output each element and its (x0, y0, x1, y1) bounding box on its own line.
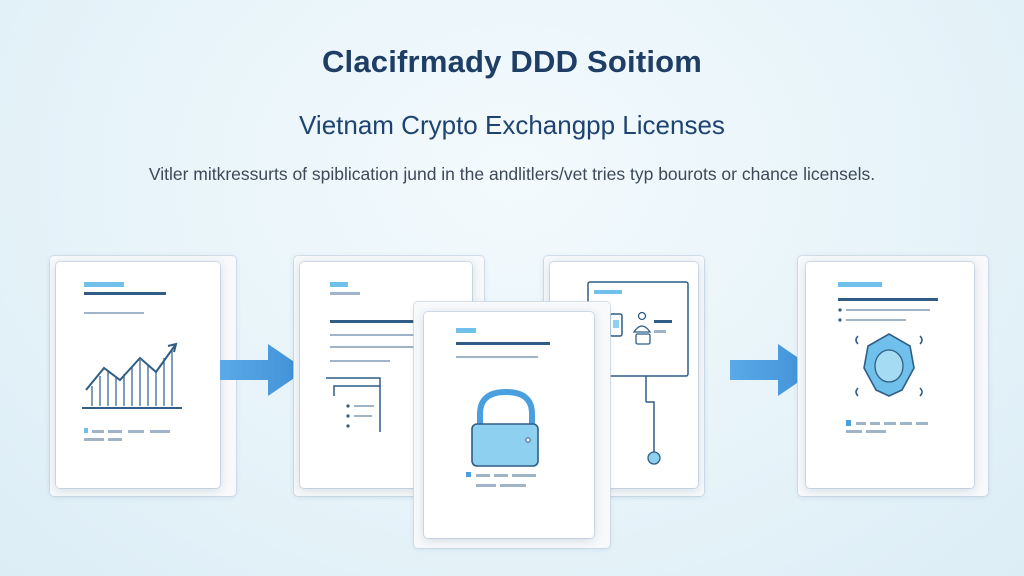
document-card-shield (806, 262, 974, 488)
padlock-icon (456, 328, 550, 487)
document-card-growth (56, 262, 220, 488)
page-title: Clacifrmady DDD Soitiom (321, 44, 703, 79)
page-description: Vitler mitkressurts of spiblication jund… (148, 164, 876, 184)
arrow-right-icon (220, 344, 306, 396)
growth-chart-icon (82, 282, 182, 441)
form-fields-icon (326, 282, 420, 432)
document-card-padlock (424, 312, 594, 538)
shield-badge-icon (838, 282, 938, 433)
arrow-right-icon (730, 344, 816, 396)
page-subtitle: Vietnam Crypto Exchangpp Licenses (299, 110, 725, 140)
